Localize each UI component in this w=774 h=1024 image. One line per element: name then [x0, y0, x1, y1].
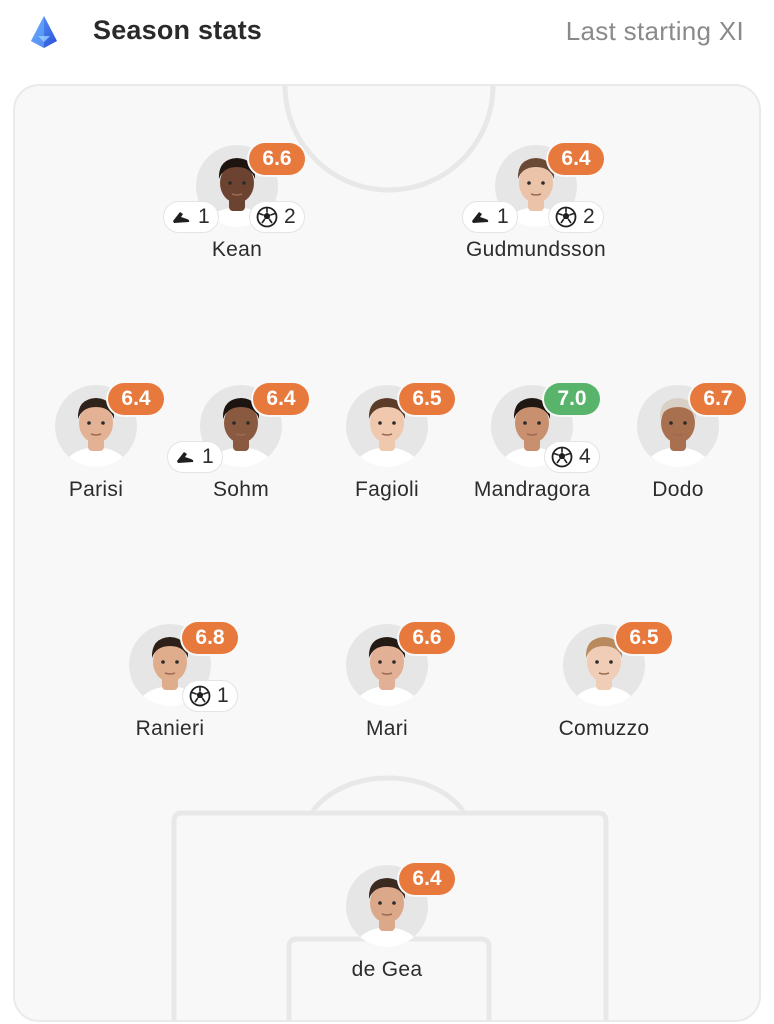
player-mari[interactable]: 6.6 Mari	[277, 622, 497, 754]
assists-badge: 1	[462, 201, 518, 233]
football-icon	[551, 446, 573, 468]
goals-count: 4	[579, 445, 591, 468]
player-rating-badge: 6.4	[548, 143, 604, 175]
player-rating-badge: 6.4	[108, 383, 164, 415]
player-name: Mari	[365, 717, 409, 740]
goals-badge: 1	[182, 680, 238, 712]
player-fagioli[interactable]: 6.5 Fagioli	[277, 383, 497, 515]
player-photo	[563, 624, 645, 706]
goals-count: 2	[583, 205, 595, 228]
page-title: Season stats	[93, 15, 262, 45]
football-icon	[189, 685, 211, 707]
player-face-icon	[208, 398, 274, 467]
player-ranieri[interactable]: 6.8 Ranieri 1	[60, 622, 280, 754]
assists-count: 1	[497, 205, 509, 228]
player-face-icon	[354, 637, 420, 706]
player-rating-badge: 6.5	[616, 622, 672, 654]
player-face-icon	[645, 398, 711, 467]
player-dodo[interactable]: 6.7 Dodo	[568, 383, 774, 515]
player-name: Dodo	[652, 478, 704, 501]
player-name: Parisi	[68, 478, 124, 501]
player-name: de Gea	[351, 958, 423, 981]
player-comuzzo[interactable]: 6.5 Comuzzo	[494, 622, 714, 754]
player-face-icon	[571, 637, 637, 706]
player-mandragora[interactable]: 7.0 Mandragora 4	[422, 383, 642, 515]
boot-icon	[173, 212, 190, 223]
player-rating-badge: 6.5	[399, 383, 455, 415]
player-name: Ranieri	[135, 717, 205, 740]
player-name: Fagioli	[355, 478, 419, 501]
player-parisi[interactable]: 6.4 Parisi	[0, 383, 206, 515]
last-starting-xi-link[interactable]: Last starting XI	[565, 16, 744, 46]
player-photo	[55, 385, 137, 467]
player-face-icon	[63, 398, 129, 467]
player-gudmundsson[interactable]: 6.4 Gudmundsson 1 2	[426, 143, 646, 275]
assists-badge: 1	[163, 201, 219, 233]
player-name: Comuzzo	[558, 717, 650, 740]
player-photo	[637, 385, 719, 467]
player-rating-badge: 6.6	[249, 143, 305, 175]
player-name: Sohm	[212, 478, 270, 501]
assists-count: 1	[202, 445, 214, 468]
player-face-icon	[354, 878, 420, 947]
assists-count: 1	[198, 205, 210, 228]
player-rating-badge: 7.0	[544, 383, 600, 415]
player-rating-badge: 6.8	[182, 622, 238, 654]
player-face-icon	[354, 398, 420, 467]
goals-badge: 2	[548, 201, 604, 233]
player-rating-badge: 6.4	[253, 383, 309, 415]
goals-count: 2	[284, 205, 296, 228]
player-rating-badge: 6.7	[690, 383, 746, 415]
boot-icon	[472, 212, 489, 223]
boot-icon	[177, 452, 194, 463]
player-sohm[interactable]: 6.4 Sohm 1	[131, 383, 351, 515]
goals-badge: 2	[249, 201, 305, 233]
player-name: Kean	[211, 238, 263, 261]
football-icon	[256, 206, 278, 228]
player-de-gea[interactable]: 6.4 de Gea	[277, 863, 497, 995]
assists-badge: 1	[167, 441, 223, 473]
header: Season stats Last starting XI	[0, 0, 774, 68]
goals-badge: 4	[544, 441, 600, 473]
player-rating-badge: 6.6	[399, 622, 455, 654]
serie-a-logo-icon	[31, 16, 57, 48]
goals-count: 1	[217, 684, 229, 707]
player-rating-badge: 6.4	[399, 863, 455, 895]
football-icon	[555, 206, 577, 228]
player-kean[interactable]: 6.6 Kean 1 2	[127, 143, 347, 275]
player-name: Mandragora	[473, 478, 591, 501]
player-name: Gudmundsson	[466, 238, 606, 261]
